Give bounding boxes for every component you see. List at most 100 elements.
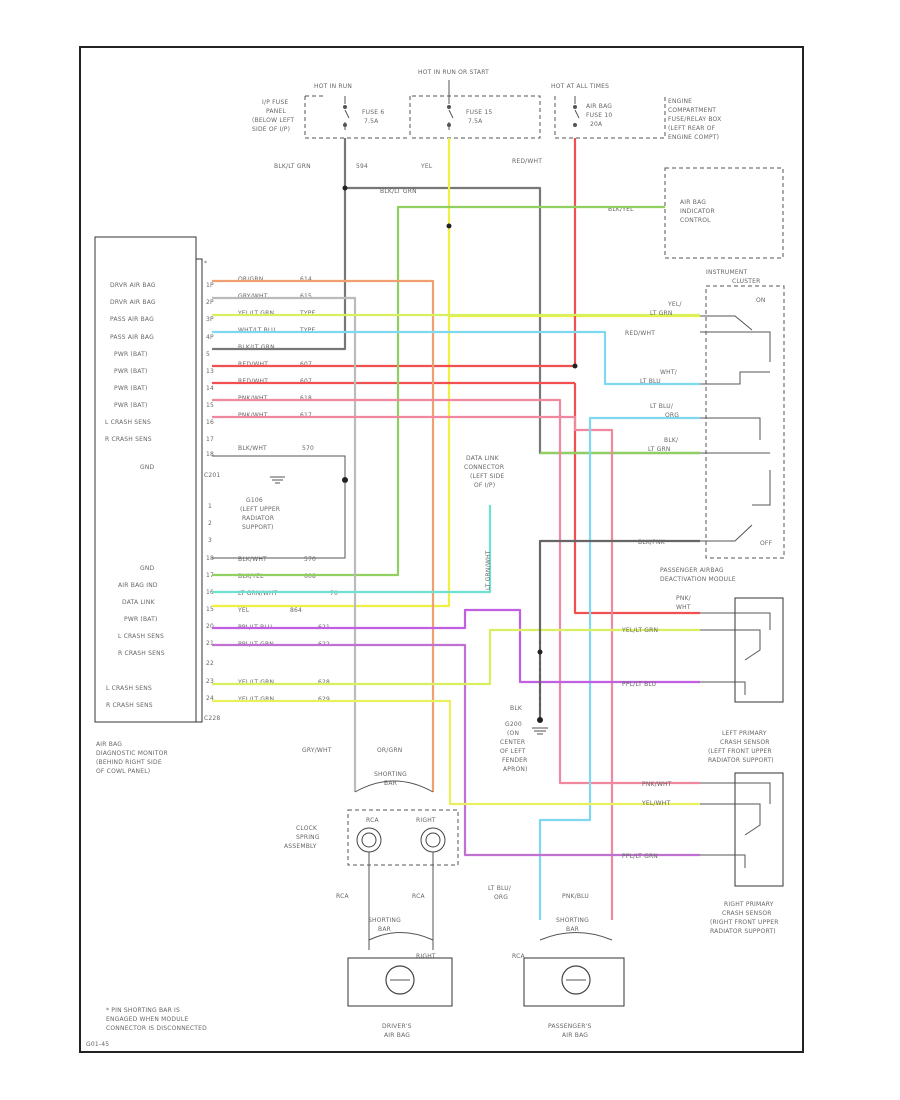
svg-text:PWR (BAT): PWR (BAT)	[114, 385, 148, 392]
svg-text:SHORTING BAR: SHORTING BAR	[368, 917, 403, 933]
clock-spring-dashed-box	[347, 809, 459, 866]
svg-text:1: 1	[208, 503, 212, 510]
wire-purple-pin20	[212, 608, 700, 684]
svg-text:DRIVER'S AIR BAG: DRIVER'S AIR BAG	[382, 1023, 414, 1039]
deactivation-box	[734, 597, 784, 703]
svg-text:DRVR AIR BAG: DRVR AIR BAG	[110, 299, 156, 306]
svg-text:C201: C201	[204, 472, 220, 479]
svg-text:SHORTING BAR: SHORTING BAR	[374, 771, 409, 787]
svg-text:615: 615	[300, 293, 312, 300]
svg-text:PWR (BAT): PWR (BAT)	[124, 616, 158, 623]
svg-text:PASSENGER'S AIR BAG: PASSENGER'S AIR BAG	[548, 1023, 594, 1039]
junction-red	[572, 363, 578, 369]
wire-ltblu-org	[538, 416, 700, 920]
svg-text:GRY/WHT: GRY/WHT	[238, 293, 268, 300]
passenger-airbag: LT BLU/ ORG PNK/BLU SHORTING BAR RCA PAS…	[488, 885, 625, 1039]
svg-text:BLK/WHT: BLK/WHT	[238, 445, 267, 452]
fuse6-label: FUSE 6 7.5A	[362, 109, 386, 125]
svg-text:3P: 3P	[206, 316, 214, 323]
wire-data-link	[212, 505, 492, 594]
svg-text:C228: C228	[204, 715, 220, 722]
diagram-frame	[79, 46, 804, 1053]
svg-text:15: 15	[206, 606, 214, 613]
diagnostic-monitor: DRVR AIR BAG DRVR AIR BAG PASS AIR BAG P…	[94, 236, 348, 775]
svg-text:PWR (BAT): PWR (BAT)	[114, 351, 148, 358]
svg-text:PPL/LT GRN: PPL/LT GRN	[622, 853, 658, 860]
g200-point	[537, 717, 543, 723]
svg-text:LT BLU/ ORG: LT BLU/ ORG	[650, 403, 679, 419]
data-link-label: DATA LINK CONNECTOR (LEFT SIDE OF I/P)	[464, 455, 507, 489]
svg-text:LEFT PRIMARY CRASH SENSO: LEFT PRIMARY CRASH SENSOR (LEFT FRONT UP…	[708, 730, 774, 764]
g200-ground-symbol	[532, 727, 548, 735]
svg-text:864: 864	[290, 607, 302, 614]
g106-ground-wire	[212, 455, 346, 480]
wire-orange-pin1	[212, 279, 435, 792]
svg-text:13: 13	[206, 368, 214, 375]
svg-text:RCA: RCA	[336, 893, 349, 900]
svg-text:1P: 1P	[206, 282, 214, 289]
svg-text:PNK/WHT: PNK/WHT	[238, 412, 268, 419]
svg-text:R CRASH SENS: R CRASH SENS	[106, 702, 153, 709]
svg-text:BLK/ LT GRN: BLK/ LT GRN	[648, 437, 680, 453]
wire-ltblue-pin4	[212, 330, 700, 386]
svg-text:*: *	[204, 260, 207, 267]
svg-text:GND: GND	[140, 565, 155, 572]
svg-text:OFF: OFF	[760, 540, 773, 547]
fuse15-label: FUSE 15 7.5A	[466, 109, 495, 125]
svg-text:RCA: RCA	[366, 817, 379, 824]
junction-blkgrn	[342, 185, 348, 191]
monitor-pin-numbers: * 1P 2P 3P 4P 5 13 14 15 16 17 18 C201 1…	[204, 260, 220, 722]
svg-text:607: 607	[300, 378, 312, 385]
indicator-control-label: AIR BAG INDICATOR CONTROL	[680, 199, 717, 224]
svg-text:BLK/PNK: BLK/PNK	[638, 539, 666, 546]
svg-text:4P: 4P	[206, 334, 214, 341]
wire-pink-pin15	[212, 398, 700, 785]
svg-text:PASSENGER AIRBAG DEACTIV: PASSENGER AIRBAG DEACTIVATION MODULE	[660, 567, 736, 583]
svg-text:614: 614	[300, 276, 312, 283]
wire-tag-blk-yel: BLK/YEL	[608, 206, 634, 213]
driver-bag-box	[347, 957, 453, 1007]
ip-fuse-panel-label: I/P FUSE PANEL (BELOW LEFT SIDE OF I/P)	[252, 99, 296, 133]
svg-text:OR/GRN: OR/GRN	[238, 276, 263, 283]
svg-text:20: 20	[206, 623, 214, 630]
svg-text:5: 5	[206, 351, 210, 358]
svg-text:RED/WHT: RED/WHT	[238, 378, 268, 385]
junction-bottom	[537, 649, 543, 655]
svg-text:14: 14	[206, 385, 214, 392]
clock-spring-bar-top	[354, 780, 434, 793]
svg-text:TYPE: TYPE	[299, 327, 316, 334]
svg-text:17: 17	[206, 436, 214, 443]
svg-text:WHT/LT BLU: WHT/LT BLU	[238, 327, 276, 334]
svg-text:AIR BAG IND: AIR BAG IND	[118, 582, 158, 589]
wire-tag-blk-grn2: BLK/LT GRN	[380, 188, 417, 195]
g106-ground-point	[342, 477, 348, 483]
driver-bag-icon	[385, 965, 415, 995]
svg-text:23: 23	[206, 678, 214, 685]
clock-spring-coil-right-inner	[425, 832, 441, 848]
svg-text:PWR (BAT): PWR (BAT)	[114, 368, 148, 375]
svg-text:608: 608	[304, 573, 316, 580]
svg-text:16: 16	[206, 589, 214, 596]
svg-text:YEL/WHT: YEL/WHT	[641, 800, 670, 807]
svg-text:18: 18	[206, 555, 214, 562]
fuse-symbols	[343, 80, 580, 130]
data-link-wire-label: LT GRN/WHT	[485, 550, 492, 590]
left-sensor-box	[734, 772, 784, 887]
svg-text:PWR (BAT): PWR (BAT)	[114, 402, 148, 409]
svg-text:YEL/LT GRN: YEL/LT GRN	[237, 696, 274, 703]
svg-text:18: 18	[206, 451, 214, 458]
svg-text:SHORTING BAR: SHORTING BAR	[556, 917, 591, 933]
svg-text:628: 628	[318, 679, 330, 686]
power-sources: HOT IN RUN HOT IN RUN OR START HOT AT AL…	[252, 69, 721, 213]
svg-text:2P: 2P	[206, 299, 214, 306]
wire-gray-pin2	[212, 296, 357, 792]
engine-box-dashed	[554, 96, 666, 139]
wire-yelgrn-crash1	[212, 628, 700, 686]
driver-airbag: RCA RCA SHORTING BAR RIGHT DRIVER'S AIR …	[336, 893, 453, 1039]
wire-pink-pin16	[212, 415, 614, 920]
svg-text:YEL/LT GRN: YEL/LT GRN	[237, 310, 274, 317]
cluster-switch-bottom	[700, 470, 771, 542]
wire-tag-red-wht: RED/WHT	[512, 158, 542, 165]
svg-text:3: 3	[208, 537, 212, 544]
